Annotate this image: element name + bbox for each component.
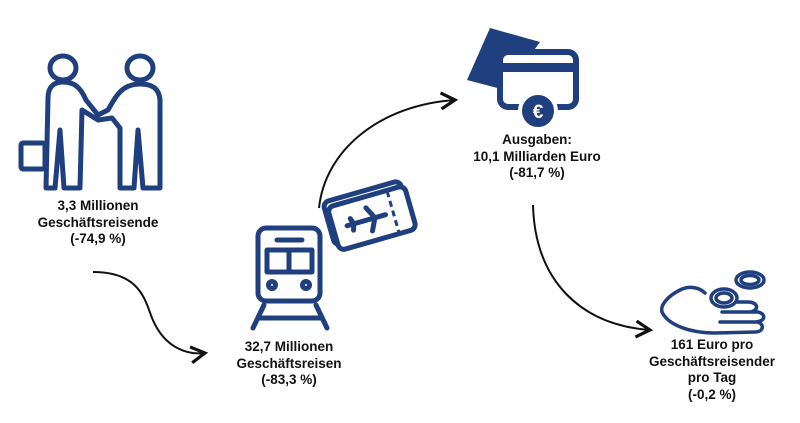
spending-label: Ausgaben: 10,1 Milliarden Euro (-81,7 %): [473, 132, 601, 182]
per-day-label: 161 Euro pro Geschäftsreisender pro Tag …: [649, 337, 775, 403]
per-day-caption: Geschäftsreisender: [648, 353, 776, 369]
credit-card-euro-icon: €: [467, 28, 579, 131]
handshake-icon: [18, 53, 163, 191]
trips-change: (-83,3 %): [261, 372, 317, 387]
travelers-label: 3,3 Millionen Geschäftsreisende (-74,9 %…: [38, 198, 159, 248]
trips-label: 32,7 Millionen Geschäftsreisen (-83,3 %): [236, 339, 341, 389]
spending-change: (-81,7 %): [509, 165, 565, 180]
trips-value: 32,7 Millionen: [244, 339, 334, 354]
per-day-change: (-0,2 %): [687, 386, 736, 402]
travelers-value: 3,3 Millionen: [57, 198, 139, 213]
per-day-value: 161 Euro pro: [670, 337, 754, 352]
per-day-caption-2: pro Tag: [687, 370, 737, 385]
travelers-caption: Geschäftsreisende: [37, 214, 159, 230]
arrow-trips-to-spending: [318, 91, 459, 209]
arrow-spending-to-perday: [532, 204, 654, 339]
plane-ticket-icon: [321, 179, 418, 252]
train-icon: [250, 225, 330, 331]
arrow-travelers-to-trips: [92, 271, 209, 365]
spending-value: 10,1 Milliarden Euro: [473, 148, 601, 164]
travelers-change: (-74,9 %): [70, 231, 126, 246]
spending-caption: Ausgaben:: [502, 132, 572, 147]
euro-symbol: €: [533, 102, 544, 123]
hand-coins-icon: [659, 270, 766, 335]
trips-caption: Geschäftsreisen: [236, 355, 342, 371]
